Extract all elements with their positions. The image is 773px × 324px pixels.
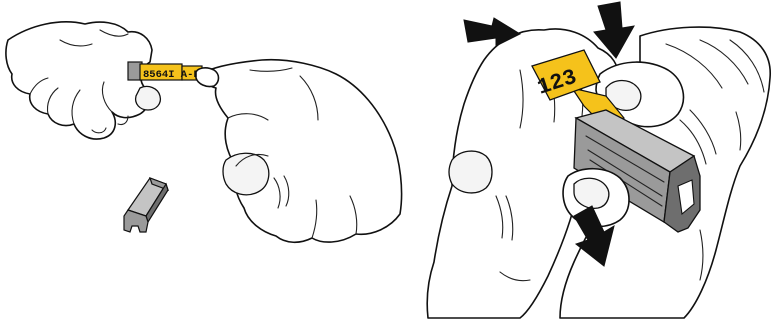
marker-holder-icon [124, 178, 168, 232]
hand-right-icon [196, 60, 402, 243]
right-panel: 123 [427, 2, 770, 318]
left-panel: 8564I A-F0I [6, 22, 402, 242]
